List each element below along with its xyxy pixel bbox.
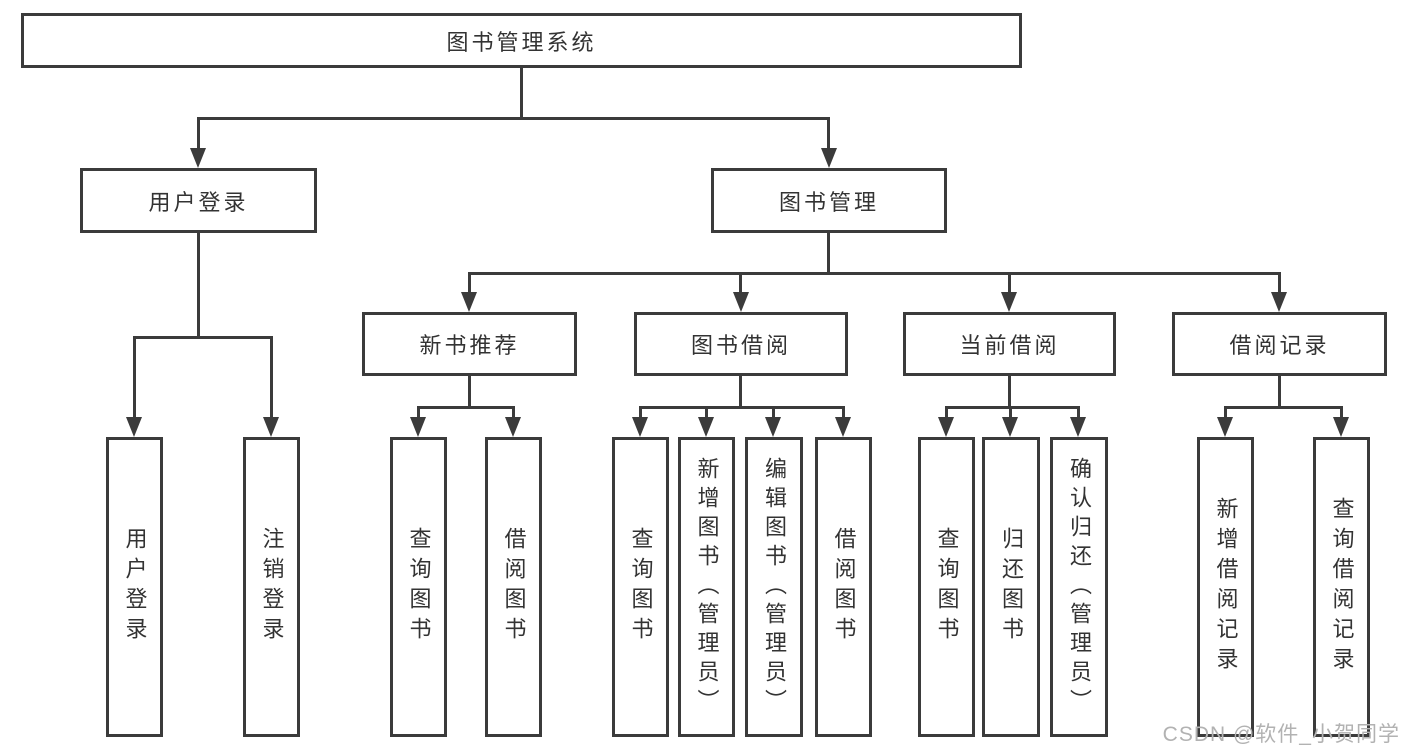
connector-line: [772, 406, 775, 419]
leaf-logout: 注销登录: [243, 437, 300, 737]
leaf-add-borrow-record: 新增借阅记录: [1197, 437, 1254, 737]
arrow-down-icon: [733, 292, 749, 312]
leaf-query-books-borrow: 查询图书: [612, 437, 669, 737]
leaf-user-login-label: 用户登录: [122, 527, 148, 647]
connector-line: [705, 406, 708, 419]
leaf-return-books: 归还图书: [982, 437, 1040, 737]
leaf-confirm-return-admin: 确认归还（管理员）: [1050, 437, 1108, 737]
arrow-down-icon: [263, 417, 279, 437]
leaf-borrow-books: 借阅图书: [815, 437, 872, 737]
connector-line: [827, 233, 830, 275]
connector-line: [1008, 272, 1011, 294]
node-library-system-label: 图书管理系统: [446, 29, 597, 55]
node-new-book-recommend-label: 新书推荐: [419, 333, 520, 358]
connector-line: [1009, 406, 1012, 419]
arrow-down-icon: [1002, 417, 1018, 437]
connector-line: [1340, 406, 1343, 419]
connector-line: [468, 272, 1281, 275]
connector-line: [133, 336, 273, 339]
leaf-confirm-return-admin-label: 确认归还（管理员）: [1067, 456, 1092, 718]
node-user-login-label: 用户登录: [148, 189, 249, 215]
arrow-down-icon: [1070, 417, 1086, 437]
connector-line: [1077, 406, 1080, 419]
node-new-book-recommend: 新书推荐: [362, 312, 577, 376]
node-current-borrow: 当前借阅: [903, 312, 1116, 376]
connector-line: [468, 376, 471, 409]
connector-line: [133, 336, 136, 419]
node-book-management: 图书管理: [711, 168, 947, 233]
arrow-down-icon: [821, 148, 837, 168]
node-book-borrow-label: 图书借阅: [690, 333, 791, 358]
connector-line: [417, 406, 420, 419]
arrow-down-icon: [461, 292, 477, 312]
leaf-query-borrow-record-label: 查询借阅记录: [1329, 497, 1355, 677]
connector-line: [1008, 376, 1011, 409]
leaf-return-books-label: 归还图书: [999, 527, 1024, 647]
connector-line: [739, 272, 742, 294]
leaf-add-borrow-record-label: 新增借阅记录: [1213, 497, 1239, 677]
leaf-edit-books-admin: 编辑图书（管理员）: [745, 437, 803, 737]
arrow-down-icon: [698, 417, 714, 437]
connector-line: [639, 406, 845, 409]
leaf-edit-books-admin-label: 编辑图书（管理员）: [762, 456, 787, 718]
connector-line: [639, 406, 642, 419]
node-book-borrow: 图书借阅: [634, 312, 848, 376]
arrow-down-icon: [632, 417, 648, 437]
connector-line: [417, 406, 515, 409]
leaf-user-login: 用户登录: [106, 437, 163, 737]
arrow-down-icon: [765, 417, 781, 437]
connector-line: [270, 336, 273, 419]
connector-line: [1278, 272, 1281, 294]
connector-line: [842, 406, 845, 419]
leaf-add-books-admin: 新增图书（管理员）: [678, 437, 735, 737]
connector-line: [512, 406, 515, 419]
connector-line: [197, 117, 200, 150]
connector-line: [739, 376, 742, 409]
leaf-logout-label: 注销登录: [259, 527, 285, 647]
arrow-down-icon: [1001, 292, 1017, 312]
connector-line: [945, 406, 948, 419]
connector-line: [468, 272, 471, 294]
connector-line: [1278, 376, 1281, 409]
leaf-query-books-borrow-label: 查询图书: [628, 527, 654, 647]
leaf-query-books-current: 查询图书: [918, 437, 975, 737]
node-borrow-records: 借阅记录: [1172, 312, 1387, 376]
leaf-borrow-books-recommend: 借阅图书: [485, 437, 542, 737]
node-current-borrow-label: 当前借阅: [959, 333, 1060, 358]
arrow-down-icon: [938, 417, 954, 437]
leaf-add-books-admin-label: 新增图书（管理员）: [694, 456, 720, 718]
arrow-down-icon: [1271, 292, 1287, 312]
leaf-query-books-recommend-label: 查询图书: [406, 527, 432, 647]
leaf-query-borrow-record: 查询借阅记录: [1313, 437, 1370, 737]
leaf-borrow-books-label: 借阅图书: [831, 527, 857, 647]
arrow-down-icon: [1333, 417, 1349, 437]
connector-line: [197, 117, 830, 120]
arrow-down-icon: [505, 417, 521, 437]
node-library-system: 图书管理系统: [21, 13, 1022, 68]
connector-line: [1224, 406, 1343, 409]
connector-line: [520, 68, 523, 120]
leaf-query-books-recommend: 查询图书: [390, 437, 447, 737]
arrow-down-icon: [190, 148, 206, 168]
arrow-down-icon: [835, 417, 851, 437]
node-book-management-label: 图书管理: [778, 189, 879, 215]
connector-line: [197, 233, 200, 339]
connector-line: [827, 117, 830, 150]
arrow-down-icon: [410, 417, 426, 437]
node-borrow-records-label: 借阅记录: [1229, 333, 1330, 358]
leaf-borrow-books-recommend-label: 借阅图书: [501, 527, 527, 647]
node-user-login: 用户登录: [80, 168, 317, 233]
arrow-down-icon: [126, 417, 142, 437]
arrow-down-icon: [1217, 417, 1233, 437]
connector-line: [1224, 406, 1227, 419]
csdn-watermark: CSDN @软件_小贺同学: [1162, 723, 1400, 746]
leaf-query-books-current-label: 查询图书: [934, 527, 960, 647]
connector-line: [945, 406, 1080, 409]
